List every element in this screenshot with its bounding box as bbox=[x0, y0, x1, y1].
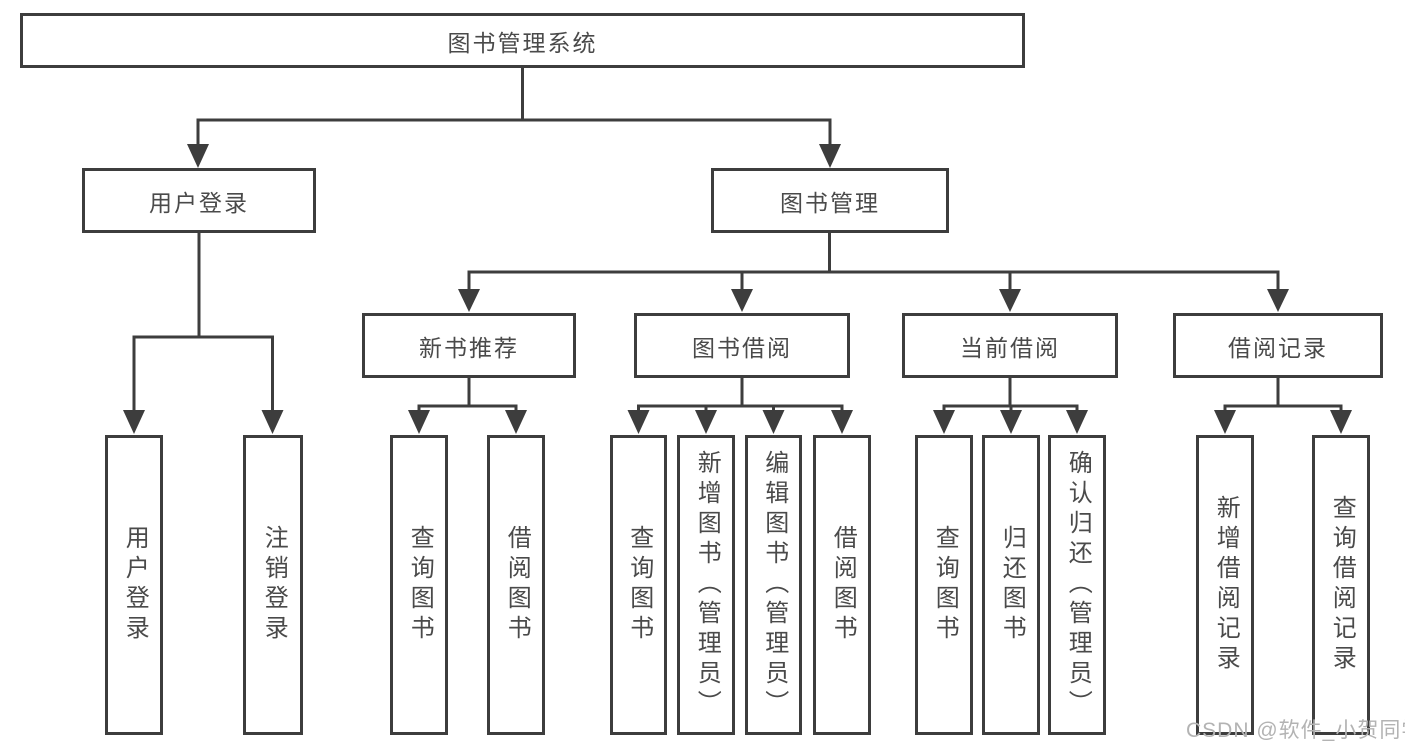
watermark: CSDN @软件_小贺同学 bbox=[1186, 719, 1405, 742]
leaf-edit-book-admin: 编辑图书（管理员） bbox=[745, 435, 802, 735]
leaf-label: 注销登录 bbox=[260, 525, 288, 645]
connector-root-to-level2 bbox=[187, 66, 841, 168]
node-borrow-record: 借阅记录 bbox=[1173, 313, 1383, 378]
node-new-book-recommend: 新书推荐 bbox=[362, 313, 576, 378]
leaf-add-borrow-record: 新增借阅记录 bbox=[1196, 435, 1254, 735]
connector-login-to-leaves bbox=[123, 231, 284, 434]
leaf-logout: 注销登录 bbox=[243, 435, 303, 735]
leaf-label: 归还图书 bbox=[998, 525, 1026, 645]
connector-newbook-to-leaves bbox=[408, 376, 527, 434]
leaf-query-book-2: 查询图书 bbox=[610, 435, 667, 735]
node-current-borrow: 当前借阅 bbox=[902, 313, 1118, 378]
leaf-label: 新增图书（管理员） bbox=[693, 450, 721, 720]
connector-current-to-leaves bbox=[933, 376, 1088, 434]
leaf-user-login: 用户登录 bbox=[105, 435, 163, 735]
leaf-label: 查询图书 bbox=[625, 525, 653, 645]
leaf-query-book-1: 查询图书 bbox=[390, 435, 448, 735]
leaf-borrow-book-1: 借阅图书 bbox=[487, 435, 545, 735]
leaf-label: 查询借阅记录 bbox=[1328, 495, 1356, 675]
node-user-login: 用户登录 bbox=[82, 168, 316, 233]
leaf-label: 编辑图书（管理员） bbox=[760, 450, 788, 720]
leaf-label: 新增借阅记录 bbox=[1212, 495, 1240, 675]
leaf-confirm-return-admin: 确认归还（管理员） bbox=[1048, 435, 1106, 735]
leaf-label: 借阅图书 bbox=[503, 525, 531, 645]
leaf-add-book-admin: 新增图书（管理员） bbox=[677, 435, 735, 735]
leaf-query-book-3: 查询图书 bbox=[915, 435, 973, 735]
leaf-borrow-book-2: 借阅图书 bbox=[813, 435, 871, 735]
leaf-query-borrow-record: 查询借阅记录 bbox=[1312, 435, 1370, 735]
node-book-management: 图书管理 bbox=[711, 168, 949, 233]
node-book-borrow: 图书借阅 bbox=[634, 313, 850, 378]
node-library-system: 图书管理系统 bbox=[20, 13, 1025, 68]
connector-borrow-to-leaves bbox=[627, 376, 853, 434]
leaf-label: 用户登录 bbox=[121, 525, 149, 645]
leaf-label: 查询图书 bbox=[406, 525, 434, 645]
leaf-label: 确认归还（管理员） bbox=[1064, 450, 1092, 720]
leaf-return-book: 归还图书 bbox=[982, 435, 1040, 735]
leaf-label: 借阅图书 bbox=[829, 525, 857, 645]
connector-bookmgmt-to-level3 bbox=[458, 231, 1289, 312]
connector-record-to-leaves bbox=[1214, 376, 1352, 434]
leaf-label: 查询图书 bbox=[931, 525, 959, 645]
